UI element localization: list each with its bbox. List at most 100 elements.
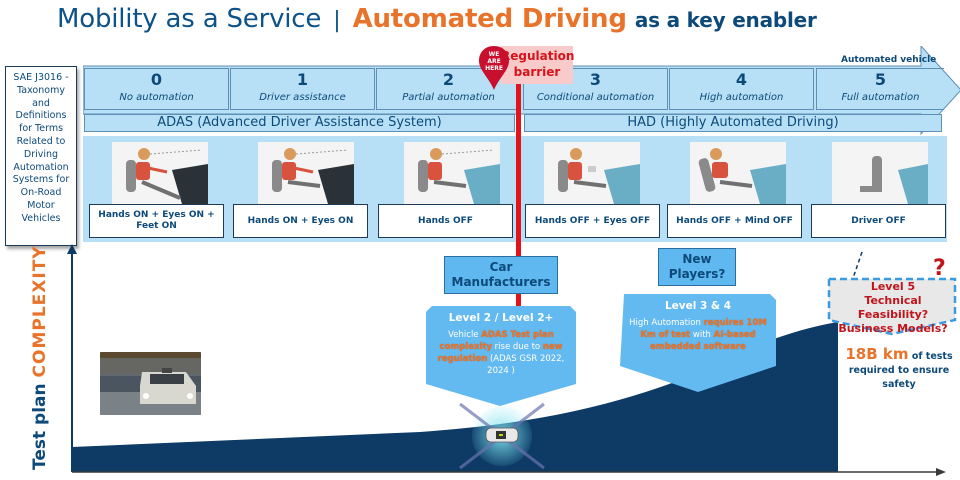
level-number: 1 (296, 70, 309, 89)
sae-line: Motor (27, 199, 55, 211)
callout-body: Vehicle ADAS Test plan complexity rise d… (430, 329, 572, 377)
level-5-question-2: Business Models? (838, 322, 948, 335)
level-number: 3 (589, 70, 602, 89)
regulation-line1: Regulation (501, 49, 575, 63)
callout-highlight: ADAS Test plan complexity (439, 330, 554, 352)
page-title: Mobility as a Service | Automated Drivin… (57, 4, 817, 34)
callout-level-34-shape (620, 294, 776, 392)
autonomous-car-photo (100, 352, 201, 415)
had-group: HAD (Highly Automated Driving) (524, 114, 942, 132)
role-line: Car (489, 260, 513, 274)
level-name: No automation (119, 92, 194, 103)
axis-label-part2: COMPLEXITY (30, 245, 50, 378)
complexity-curve-chart (67, 244, 946, 476)
sae-line: for Terms (18, 123, 64, 135)
caption-level-0: Hands ON + Eyes ON + Feet ON (89, 204, 224, 238)
new-players-box: New Players? (658, 248, 736, 286)
sae-line: SAE J3016 - (13, 72, 69, 83)
callout-text: with (690, 330, 714, 340)
stat-text: of tests (908, 351, 953, 362)
role-line: Manufacturers (451, 275, 551, 289)
callout-text: rise due to (491, 342, 543, 352)
pin-text-2: ARE (487, 58, 500, 65)
car-manufacturers-box: Car Manufacturers (444, 256, 558, 294)
question-mark-icon: ? (933, 256, 946, 281)
level-number: 4 (735, 70, 748, 89)
callout-text: High Automation (629, 318, 704, 328)
level-4: 4 High automation (669, 68, 814, 110)
sae-line: Automation (13, 161, 69, 173)
level-5-callout-shape (827, 277, 957, 336)
title-part2: Automated Driving (352, 4, 627, 34)
level-number: 0 (150, 70, 163, 89)
callout-body: High Automation requires 10M Km of test … (622, 317, 774, 353)
callout-text: Vehicle (448, 330, 482, 340)
sae-line: On-Road (20, 187, 62, 199)
driver-illustration-level-5 (832, 142, 928, 204)
caption-level-1: Hands ON + Eyes ON (233, 204, 368, 238)
y-axis-arrowhead (67, 244, 77, 254)
sensor-car-icon (459, 402, 545, 470)
title-part3: as a key enabler (634, 8, 817, 32)
level-number: 2 (442, 70, 455, 89)
caption-level-4: Hands OFF + Mind OFF (667, 204, 802, 238)
regulation-barrier-line (516, 82, 521, 314)
level-5-text: Level 5 Technical Feasibility? Business … (830, 280, 956, 336)
callout-title: Level 2 / Level 2+ (448, 312, 554, 324)
x-axis-arrowhead (936, 468, 946, 476)
regulation-line2: barrier (513, 65, 561, 79)
sae-line: Systems for (12, 174, 70, 186)
y-axis-label: Test plan COMPLEXITY (30, 245, 50, 470)
level-5: 5 Full automation (816, 68, 944, 110)
driver-illustration-level-2 (404, 142, 500, 204)
role-line: Players? (668, 267, 726, 281)
stat-text: required to ensure (848, 365, 950, 376)
driver-illustration-level-3 (544, 142, 640, 204)
driver-illustration-level-4 (690, 142, 786, 204)
callout-text: (ADAS GSR 2022, 2024 ) (487, 354, 565, 376)
pin-text-3: HERE (485, 65, 503, 72)
level-name: High automation (699, 92, 784, 103)
driver-illustration-level-0 (112, 142, 208, 204)
callout-title: Level 3 & 4 (664, 300, 732, 312)
we-are-here-pin-icon: WE ARE HERE (479, 46, 509, 90)
pin-text-1: WE (489, 51, 500, 58)
adas-group: ADAS (Advanced Driver Assistance System) (84, 114, 515, 132)
regulation-barrier-label: Regulation barrier (501, 46, 575, 84)
sae-line: Vehicles (21, 212, 61, 224)
stat-text: safety (882, 379, 916, 390)
title-separator: | (333, 8, 341, 33)
callout-highlight: new regulation (437, 342, 563, 364)
level-name: Driver assistance (259, 92, 346, 103)
caption-level-3: Hands OFF + Eyes OFF (525, 204, 660, 238)
complexity-area (72, 322, 838, 472)
callout-level-3-4: Level 3 & 4 High Automation requires 10M… (622, 300, 774, 353)
callout-level-2: Level 2 / Level 2+ Vehicle ADAS Test pla… (430, 312, 572, 377)
sae-line: Taxonomy (17, 84, 65, 96)
stat-value: 18B km (845, 345, 909, 363)
level-5-question-1: Technical Feasibility? (857, 294, 929, 321)
level-name: Full automation (841, 92, 920, 103)
test-distance-stat: 18B km of tests required to ensure safet… (838, 347, 960, 392)
sae-line: Definitions (15, 110, 67, 122)
driver-illustration-level-1 (258, 142, 354, 204)
level-1: 1 Driver assistance (230, 68, 375, 110)
callout-highlight: AI-based embedded software (650, 330, 756, 352)
caption-level-2: Hands OFF (378, 204, 513, 238)
level-5-title: Level 5 (870, 280, 916, 293)
level-0: 0 No automation (84, 68, 229, 110)
level-number: 5 (874, 70, 887, 89)
sae-line: Driving (23, 148, 59, 160)
role-line: New (682, 252, 712, 266)
sae-line: Related to (16, 135, 66, 147)
driver-illustrations-band (83, 136, 947, 242)
level-name: Conditional automation (536, 92, 655, 103)
callout-level-2-shape (426, 306, 576, 406)
title-part1: Mobility as a Service (57, 4, 322, 34)
caption-level-5: Driver OFF (811, 204, 946, 238)
axis-label-part1: Test plan (30, 383, 50, 470)
level-name: Partial automation (402, 92, 495, 103)
callout-highlight: requires 10M Km of test (640, 318, 767, 340)
sae-line: and (32, 97, 50, 109)
automated-vehicle-label: Automated vehicle (841, 55, 937, 65)
